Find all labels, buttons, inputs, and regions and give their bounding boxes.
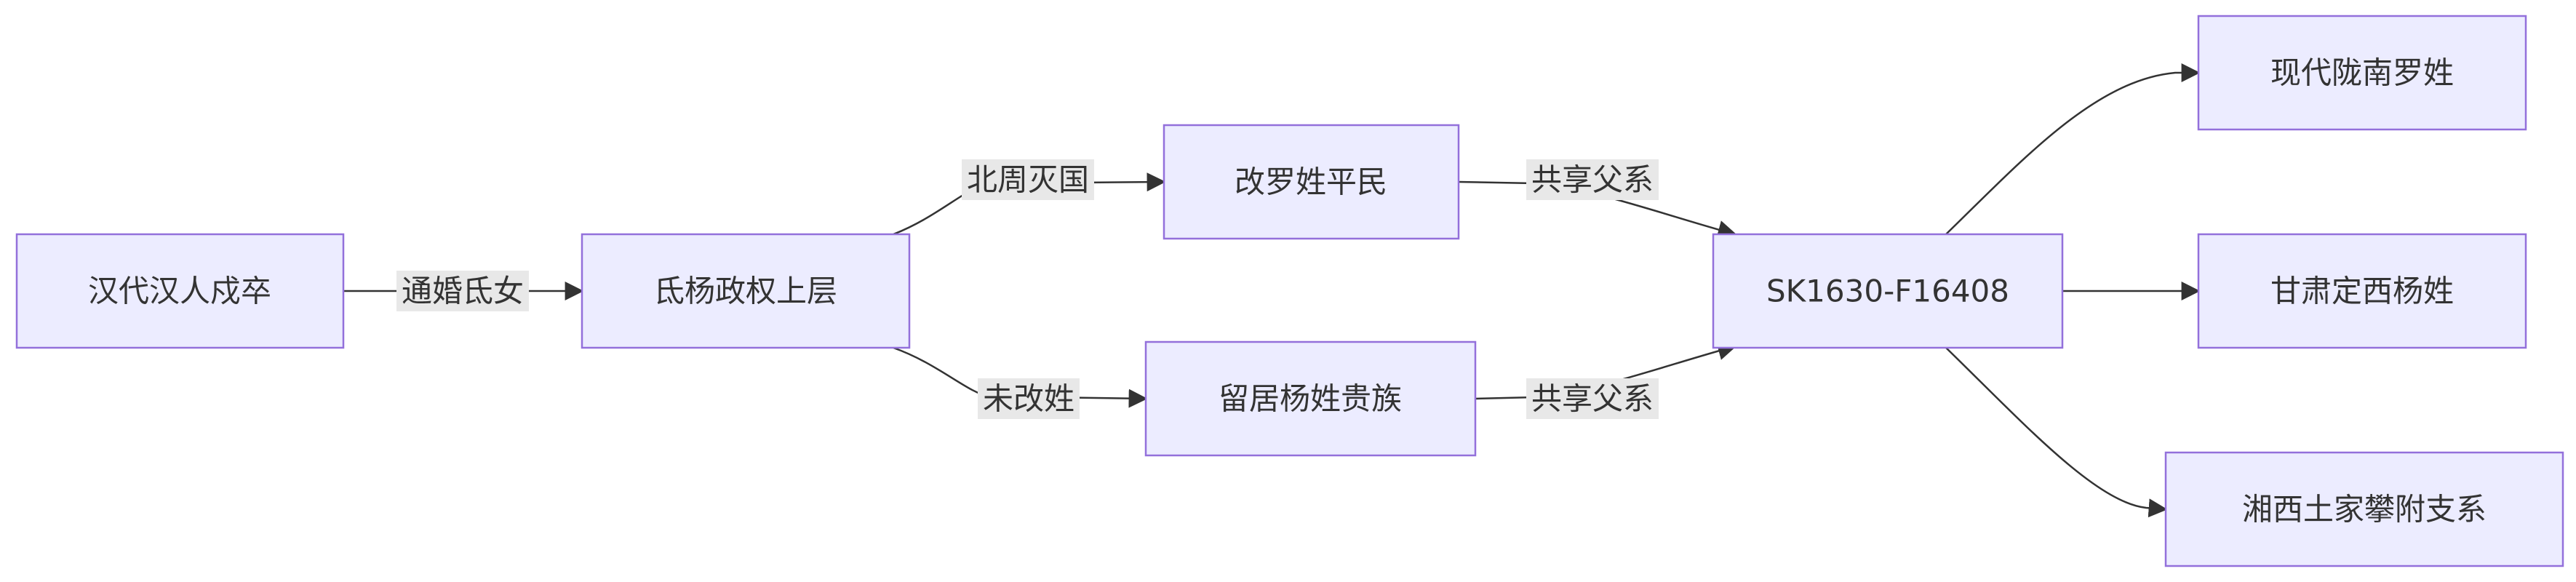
node-yang-upper-class: 氐杨政权上层 (581, 233, 911, 349)
svg-text:留居杨姓贵族: 留居杨姓贵族 (1219, 381, 1402, 417)
edge-label-northern-zhou: 北周灭国 (962, 159, 1094, 200)
edge-labels: 通婚氐女 北周灭国 未改姓 共享父系 共享父系 (396, 159, 1659, 419)
node-longnan-luo: 现代陇南罗姓 (2197, 15, 2527, 131)
svg-text:未改姓: 未改姓 (983, 381, 1074, 417)
edge-label-shared-paternal-bottom: 共享父系 (1526, 378, 1659, 419)
svg-text:甘肃定西杨姓: 甘肃定西杨姓 (2270, 274, 2454, 309)
svg-text:SK1630-F16408: SK1630-F16408 (1766, 274, 2009, 309)
edge-haplogroup-to-xiangxi-tujia (1945, 347, 2168, 518)
svg-text:共享父系: 共享父系 (1531, 381, 1654, 417)
edge-label-shared-paternal-top: 共享父系 (1526, 159, 1659, 200)
node-yang-noble: 留居杨姓贵族 (1144, 340, 1477, 457)
svg-text:氐杨政权上层: 氐杨政权上层 (654, 274, 837, 309)
edge-haplogroup-to-longnan-luo (1945, 63, 2201, 235)
node-xiangxi-tujia: 湘西土家攀附支系 (2164, 451, 2564, 567)
node-luo-commoner: 改罗姓平民 (1163, 124, 1460, 240)
svg-text:现代陇南罗姓: 现代陇南罗姓 (2270, 55, 2454, 91)
edge-label-unchanged-surname: 未改姓 (978, 378, 1080, 419)
svg-text:通婚氐女: 通婚氐女 (402, 274, 524, 309)
svg-text:改罗姓平民: 改罗姓平民 (1235, 164, 1387, 200)
svg-text:共享父系: 共享父系 (1531, 162, 1654, 198)
svg-text:北周灭国: 北周灭国 (967, 162, 1089, 198)
node-han-garrison: 汉代汉人戍卒 (15, 233, 345, 349)
svg-text:湘西土家攀附支系: 湘西土家攀附支系 (2242, 492, 2487, 527)
nodes: 汉代汉人戍卒 氐杨政权上层 改罗姓平民 留居杨姓贵族 SK1630-F16408… (15, 15, 2564, 567)
node-haplogroup: SK1630-F16408 (1712, 233, 2064, 349)
svg-text:汉代汉人戍卒: 汉代汉人戍卒 (88, 274, 271, 309)
edge-label-intermarriage: 通婚氐女 (396, 271, 529, 311)
node-gansu-yang: 甘肃定西杨姓 (2197, 233, 2527, 349)
